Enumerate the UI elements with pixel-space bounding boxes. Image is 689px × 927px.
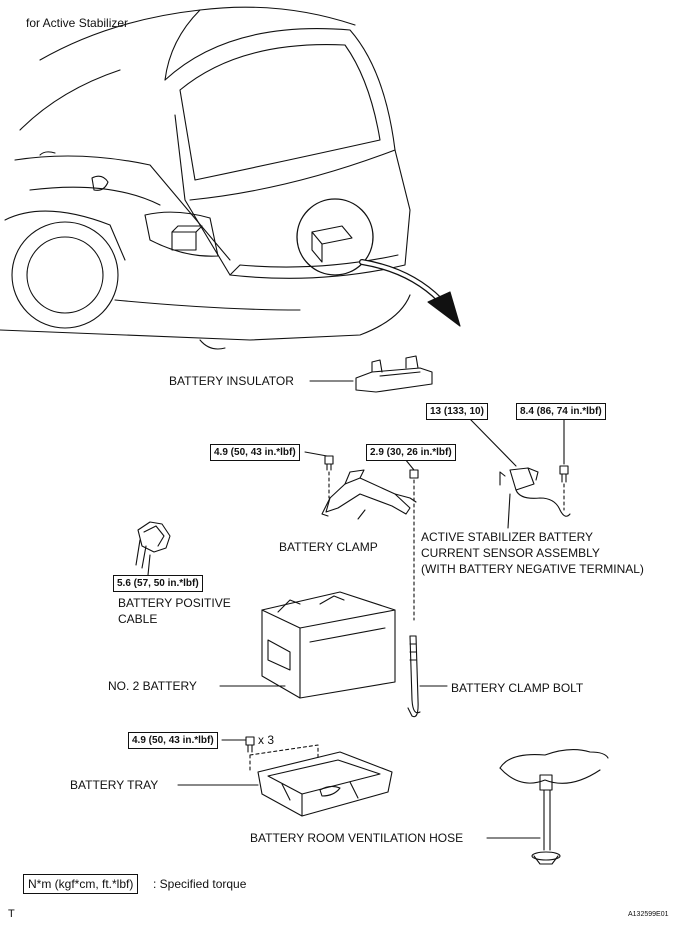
torque-tray: 4.9 (50, 43 in.*lbf) (128, 732, 218, 749)
tray-bolt (245, 736, 255, 753)
label-battery-tray: BATTERY TRAY (70, 778, 159, 792)
label-tray-quantity: x 3 (258, 733, 275, 747)
label-battery-clamp: BATTERY CLAMP (279, 540, 378, 554)
torque-clamp-right: 2.9 (30, 26 in.*lbf) (366, 444, 456, 461)
clamp-left-bolt (324, 455, 334, 471)
current-sensor-part (499, 467, 571, 517)
legend-text: : Specified torque (153, 877, 247, 891)
label-current-sensor-line3: (WITH BATTERY NEGATIVE TERMINAL) (421, 562, 644, 576)
footer-mark: T (8, 908, 15, 920)
torque-sensor-bolt: 8.4 (86, 74 in.*lbf) (516, 403, 606, 420)
label-no2-battery: NO. 2 BATTERY (108, 679, 197, 693)
label-ventilation-hose: BATTERY ROOM VENTILATION HOSE (250, 831, 464, 845)
legend-unit-box: N*m (kgf*cm, ft.*lbf) (23, 874, 139, 894)
positive-cable-part (135, 521, 171, 569)
torque-clamp-left: 4.9 (50, 43 in.*lbf) (210, 444, 300, 461)
page-title: for Active Stabilizer (26, 16, 129, 30)
ventilation-hose-part (499, 749, 609, 865)
label-current-sensor-line1: ACTIVE STABILIZER BATTERY (421, 530, 594, 544)
battery-tray-part (257, 751, 393, 817)
no2-battery-part (261, 591, 396, 699)
label-positive-cable-line1: BATTERY POSITIVE (118, 596, 231, 610)
clamp-bolt-part (407, 635, 421, 718)
label-battery-insulator: BATTERY INSULATOR (169, 374, 294, 388)
sensor-bolt (559, 465, 569, 483)
label-positive-cable-line2: CABLE (118, 612, 158, 626)
car-rear-illustration (0, 6, 443, 350)
detail-arrow-head (427, 291, 461, 327)
figure-id: A132599E01 (628, 911, 669, 918)
battery-clamp-part (321, 469, 417, 517)
label-clamp-bolt: BATTERY CLAMP BOLT (451, 681, 584, 695)
clamp-right-nut (409, 469, 419, 479)
label-current-sensor-line2: CURRENT SENSOR ASSEMBLY (421, 546, 600, 560)
torque-sensor-nut: 13 (133, 10) (426, 403, 488, 420)
torque-positive-cable: 5.6 (57, 50 in.*lbf) (113, 575, 203, 592)
battery-insulator-part (355, 355, 433, 393)
